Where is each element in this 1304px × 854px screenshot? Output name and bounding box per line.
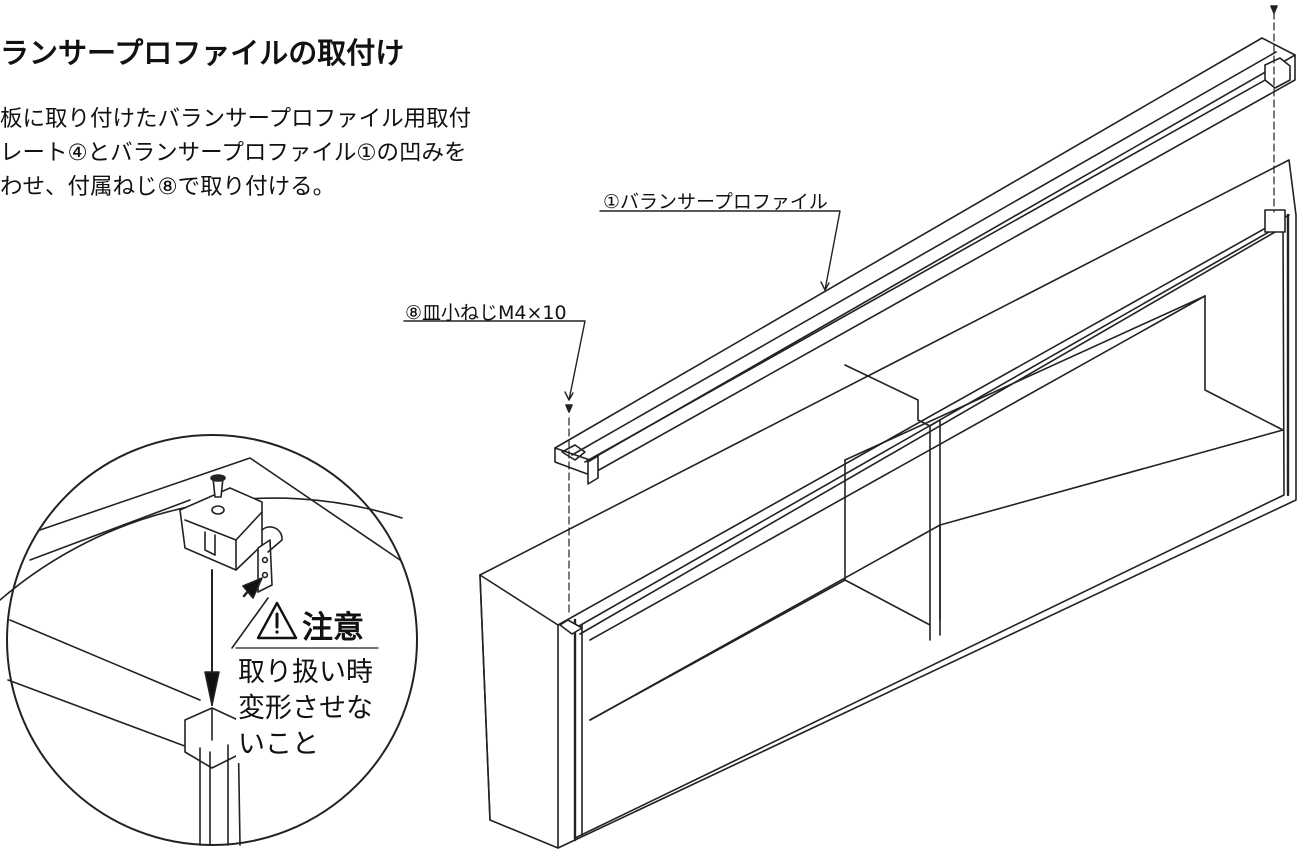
cabinet	[479, 159, 1297, 849]
caution-line-2: 変形させな	[238, 693, 373, 724]
balancer-profile	[554, 37, 1296, 485]
warning-icon	[256, 601, 298, 640]
caution-title: 注意	[302, 610, 364, 646]
caution-body: 取り扱い時 変形させな いこと	[236, 655, 375, 763]
instruction-line-2: レート④とバランサープロファイル①の凹みを	[0, 140, 467, 166]
caution-line-1: 取り扱い時	[238, 657, 373, 688]
profile-callout: ①バランサープロファイル	[603, 191, 828, 213]
instruction-line-3: わせ、付属ねじ⑧で取り付ける。	[0, 174, 336, 200]
instruction-line-1: 板に取り付けたバランサープロファイル用取付	[0, 106, 472, 132]
screw-callout: ⑧皿小ねじM4×10	[405, 302, 567, 324]
screw-guides	[565, 5, 1278, 613]
caution-line-3: いこと	[238, 729, 319, 760]
instruction-text: 板に取り付けたバランサープロファイル用取付 レート④とバランサープロファイル①の…	[0, 102, 471, 204]
page-title: ランサープロファイルの取付け	[0, 36, 405, 70]
